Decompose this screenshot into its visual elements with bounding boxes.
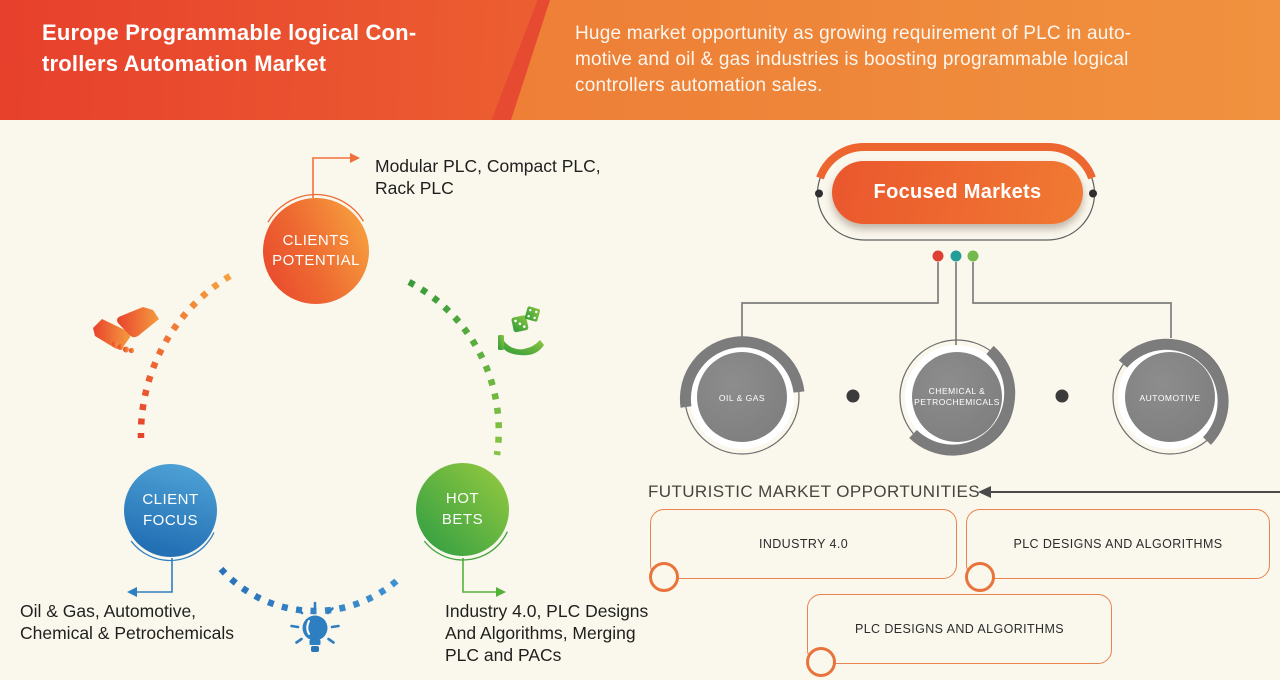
branch-dot-red: [932, 250, 944, 262]
header-description: Huge market opportunity as growing requi…: [575, 21, 1131, 100]
annotation-line: Industry 4.0, PLC Designs: [445, 601, 649, 621]
page-title-line: Europe Programmable logical Con-: [42, 20, 417, 45]
market-circle-chemical: CHEMICAL & PETROCHEMICALS: [899, 339, 1016, 456]
corner-circle-icon: [965, 562, 995, 592]
hand-dice-icon: [498, 306, 544, 356]
header-description-line: Huge market opportunity as growing requi…: [575, 23, 1132, 44]
market-label: PETROCHEMICALS: [914, 397, 1000, 407]
annotation-line: Chemical & Petrochemicals: [20, 623, 234, 644]
market-label: OIL & GAS: [719, 393, 765, 403]
opportunity-label: PLC DESIGNS AND ALGORITHMS: [1013, 537, 1223, 551]
opportunity-box-plc-designs-1: PLC DESIGNS AND ALGORITHMS: [965, 509, 1270, 592]
separator-dot: [846, 389, 860, 403]
corner-circle-icon: [806, 647, 836, 677]
node-clients-potential: CLIENTS POTENTIAL: [263, 198, 369, 304]
focused-markets-title: Focused Markets: [873, 181, 1042, 203]
lightbulb-icon: [290, 601, 340, 652]
page-title: Europe Programmable logical Con- troller…: [42, 17, 416, 79]
header-description-line: motive and oil & gas industries is boost…: [575, 49, 1129, 71]
futuristic-arrow: [978, 486, 1280, 498]
page-title-line: trollers Automation Market: [42, 51, 327, 77]
market-label: AUTOMOTIVE: [1139, 393, 1200, 403]
annotation-hot-bets: Industry 4.0, PLC Designs And Algorithms…: [445, 600, 648, 666]
market-circle-automotive: AUTOMOTIVE: [1112, 338, 1229, 455]
separator-dot: [1055, 389, 1069, 403]
opportunity-box-industry-4-0: INDUSTRY 4.0: [649, 509, 957, 592]
header-left-panel: [0, 0, 538, 120]
node-label-line: POTENTIAL: [272, 252, 360, 269]
opportunity-label: PLC DESIGNS AND ALGORITHMS: [854, 622, 1065, 636]
market-connectors: [741, 250, 1172, 350]
node-label-line: HOT: [445, 490, 480, 508]
annotation-clients-potential: Modular PLC, Compact PLC, Rack PLC: [375, 155, 601, 199]
corner-circle-icon: [649, 562, 679, 592]
node-client-focus: CLIENT FOCUS: [124, 464, 217, 557]
header-description-line: controllers automation sales.: [575, 75, 823, 97]
node-label-line: CLIENTS: [282, 231, 350, 249]
handshake-icon: [93, 307, 159, 354]
header-banner: Europe Programmable logical Con- troller…: [0, 0, 1280, 120]
branch-dot-teal: [950, 250, 962, 262]
node-label-line: CLIENT: [142, 491, 199, 509]
annotation-line: Rack PLC: [375, 178, 454, 199]
node-label-line: FOCUS: [143, 511, 198, 529]
annotation-line: And Algorithms, Merging: [445, 623, 636, 644]
opportunity-label: INDUSTRY 4.0: [758, 537, 849, 551]
node-hot-bets: HOT BETS: [416, 463, 509, 556]
branch-dot-green: [967, 250, 979, 262]
annotation-line: PLC and PACs: [445, 645, 562, 666]
market-label: CHEMICAL &: [929, 386, 986, 396]
market-circle-oil-gas: OIL & GAS: [679, 336, 805, 455]
annotation-line: Oil & Gas, Automotive,: [20, 601, 197, 621]
opportunity-box-plc-designs-2: PLC DESIGNS AND ALGORITHMS: [806, 594, 1112, 677]
focused-markets-pill: Focused Markets: [832, 161, 1083, 224]
node-label-line: BETS: [441, 510, 484, 528]
annotation-client-focus: Oil & Gas, Automotive, Chemical & Petroc…: [20, 600, 234, 644]
futuristic-heading: FUTURISTIC MARKET OPPORTUNITIES: [648, 482, 980, 501]
annotation-line: Modular PLC, Compact PLC,: [375, 156, 601, 176]
